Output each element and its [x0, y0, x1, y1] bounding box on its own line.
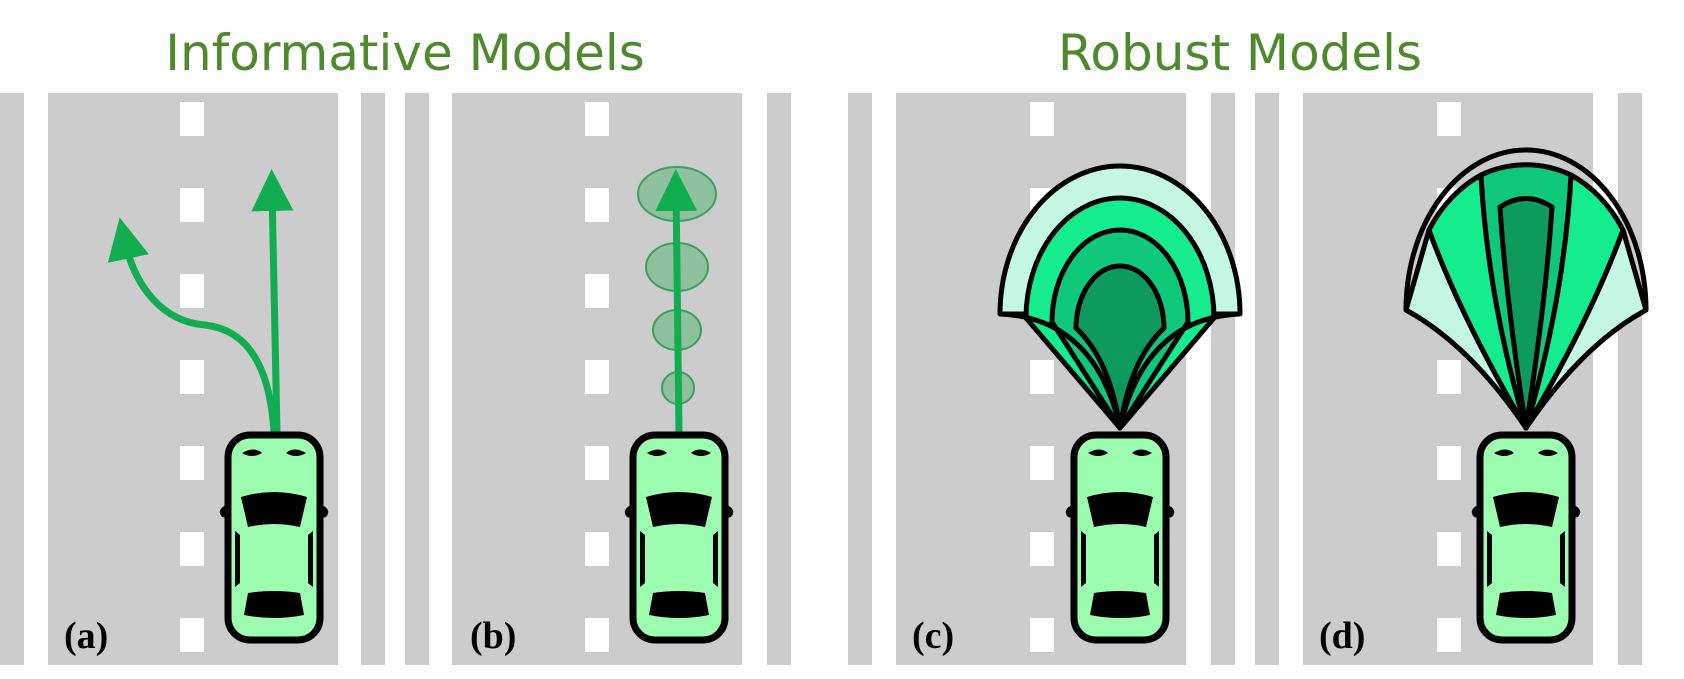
- fan-base-right: [1117, 311, 1241, 429]
- road-shoulder-right: [361, 93, 385, 665]
- lane-divider: [585, 102, 609, 652]
- road-shoulder-right: [1211, 93, 1235, 665]
- road-shoulder-left: [1255, 93, 1279, 665]
- road-shoulder-right: [767, 93, 791, 665]
- car: [220, 435, 329, 640]
- road-shoulder-left: [848, 93, 872, 665]
- lane-divider: [180, 102, 204, 652]
- panel-label-a: (a): [64, 615, 108, 657]
- fan-outline: [1403, 147, 1649, 311]
- panel-a: (a): [0, 93, 405, 665]
- fan-sector-core: [1497, 196, 1555, 431]
- panel-label-d: (d): [1319, 615, 1365, 657]
- trajectory-arrow-straight: [655, 169, 698, 433]
- heading-informative-models: Informative Models: [165, 24, 645, 82]
- panel-d: (d): [1255, 93, 1649, 665]
- panel-label-c: (c): [912, 615, 954, 657]
- car: [1472, 435, 1581, 640]
- heading-robust-models: Robust Models: [1057, 24, 1423, 82]
- panel-label-b: (b): [470, 615, 516, 657]
- trajectory-arrow-straight: [251, 169, 294, 433]
- road-shoulder-left: [0, 93, 24, 665]
- fan-base-left: [999, 311, 1123, 429]
- prediction-fan-sectors: [1403, 147, 1649, 431]
- car: [1066, 435, 1175, 640]
- lane-divider: [1437, 102, 1461, 652]
- road-shoulder-right: [1618, 93, 1642, 665]
- car: [625, 435, 734, 640]
- panel-c: (c): [848, 93, 1243, 665]
- road-shoulder-left: [405, 93, 429, 665]
- trajectory-arrow-lane-change: [107, 217, 278, 433]
- panel-b: (b): [405, 93, 791, 665]
- prediction-fan-nested: [997, 163, 1243, 431]
